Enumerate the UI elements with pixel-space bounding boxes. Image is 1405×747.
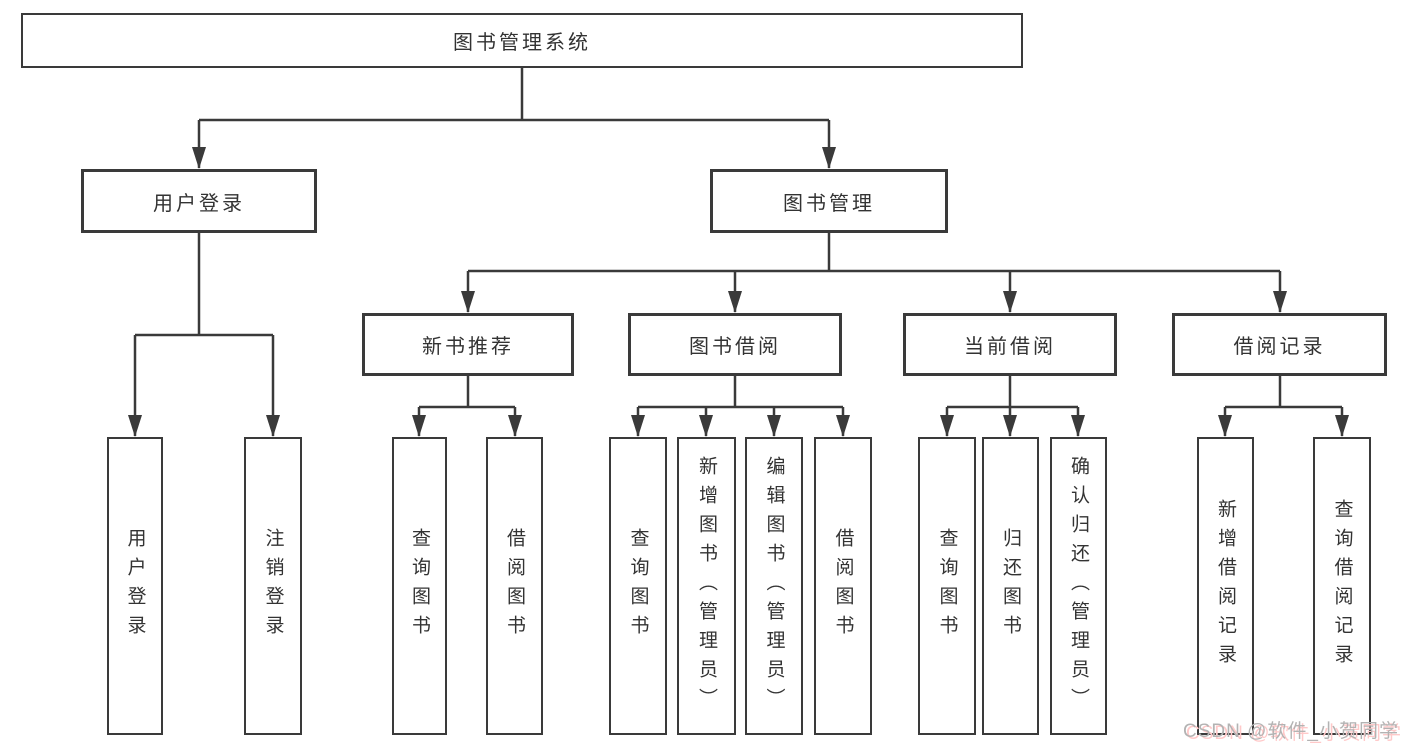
node-new-book-recommend: 新书推荐 xyxy=(362,313,574,376)
leaf-edit-books-admin: 编辑图书（管理员） xyxy=(745,437,803,735)
leaf-add-books-admin: 新增图书（管理员） xyxy=(677,437,736,735)
node-user-login: 用户登录 xyxy=(81,169,317,233)
node-book-management: 图书管理 xyxy=(710,169,948,233)
leaf-logout-login: 注销登录 xyxy=(244,437,302,735)
leaf-query-borrow-record: 查询借阅记录 xyxy=(1313,437,1371,735)
node-root-system: 图书管理系统 xyxy=(21,13,1023,68)
leaf-borrow-books-recommend: 借阅图书 xyxy=(486,437,543,735)
leaf-borrow-books: 借阅图书 xyxy=(814,437,872,735)
leaf-confirm-return-admin: 确认归还（管理员） xyxy=(1050,437,1107,735)
leaf-query-books-borrow: 查询图书 xyxy=(609,437,667,735)
node-current-borrow: 当前借阅 xyxy=(903,313,1117,376)
csdn-watermark: CSDN @软件_小贺同学 xyxy=(1183,721,1399,742)
leaf-return-books: 归还图书 xyxy=(982,437,1039,735)
leaf-add-borrow-record: 新增借阅记录 xyxy=(1197,437,1254,735)
leaf-query-books-recommend: 查询图书 xyxy=(392,437,447,735)
node-borrow-records: 借阅记录 xyxy=(1172,313,1387,376)
node-book-borrow: 图书借阅 xyxy=(628,313,842,376)
leaf-query-books-current: 查询图书 xyxy=(918,437,976,735)
leaf-user-login: 用户登录 xyxy=(107,437,163,735)
